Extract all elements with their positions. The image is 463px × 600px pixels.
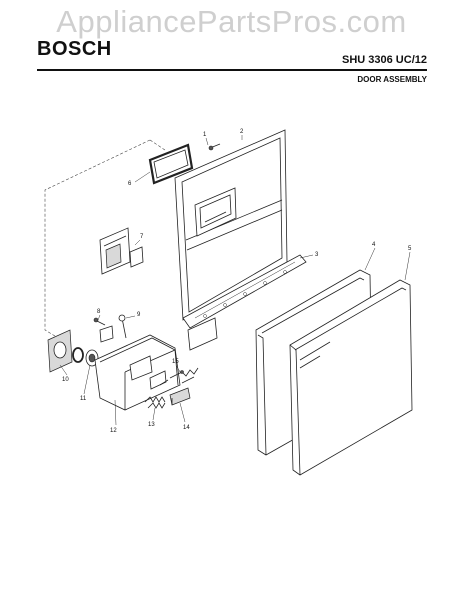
part-latch-screws bbox=[93, 314, 127, 343]
callout-6: 6 bbox=[128, 181, 132, 187]
callout-12: 12 bbox=[110, 428, 117, 434]
part-inner-door bbox=[174, 129, 307, 351]
brand-logo: BOSCH bbox=[37, 38, 112, 60]
part-spring-pins bbox=[169, 367, 199, 384]
callout-5: 5 bbox=[408, 246, 412, 252]
part-clip-plate bbox=[99, 227, 144, 275]
header-rule bbox=[37, 69, 427, 71]
part-springs bbox=[144, 379, 169, 409]
callout-2: 2 bbox=[240, 129, 244, 135]
part-front-panel bbox=[289, 279, 413, 476]
part-gasket-frame bbox=[148, 143, 194, 185]
part-knob-rings bbox=[72, 347, 99, 367]
part-latch-cover bbox=[47, 329, 73, 373]
callout-11: 11 bbox=[80, 396, 87, 402]
section-title: DOOR ASSEMBLY bbox=[357, 75, 427, 84]
part-screw bbox=[208, 143, 221, 151]
part-latch-housing bbox=[94, 334, 181, 411]
callout-13: 13 bbox=[148, 422, 155, 428]
part-latch-block bbox=[169, 387, 191, 406]
callout-8: 8 bbox=[97, 309, 101, 315]
callout-15: 15 bbox=[172, 359, 179, 365]
model-number: SHU 3306 UC/12 bbox=[342, 54, 427, 66]
callout-7: 7 bbox=[140, 234, 144, 240]
callout-10: 10 bbox=[62, 377, 69, 383]
watermark: AppliancePartsPros.com bbox=[56, 4, 407, 39]
callout-1: 1 bbox=[203, 132, 207, 138]
callout-9: 9 bbox=[137, 312, 141, 318]
callout-4: 4 bbox=[372, 242, 376, 248]
leader-lines bbox=[59, 135, 411, 426]
callout-3: 3 bbox=[315, 252, 319, 258]
callout-14: 14 bbox=[183, 425, 190, 431]
